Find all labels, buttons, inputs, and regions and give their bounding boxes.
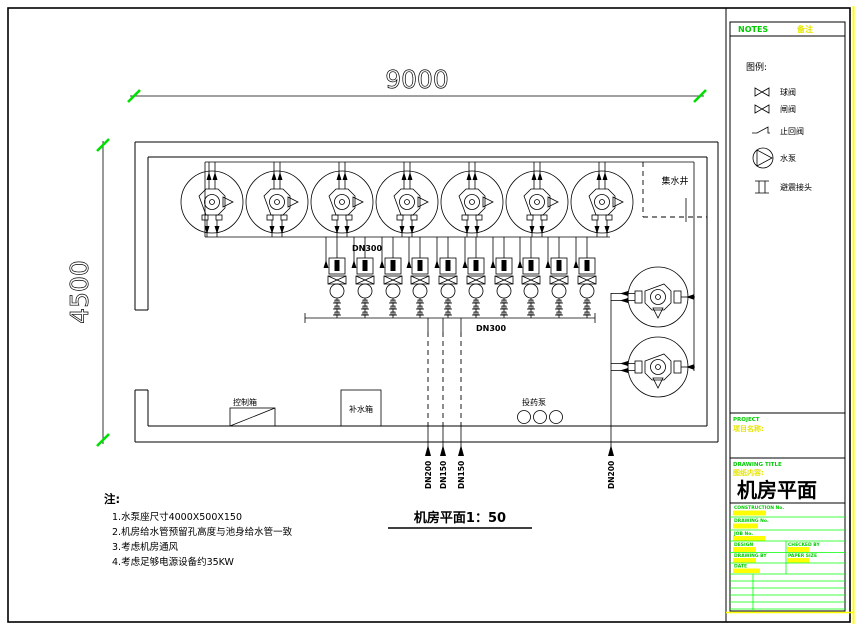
note-line: 4.考虑足够电源设备约35KW bbox=[112, 556, 235, 568]
note-line: 2.机房给水管预留孔高度与池身给水管一致 bbox=[112, 526, 293, 538]
booster-pump bbox=[379, 236, 403, 319]
legend-label: 闸阀 bbox=[780, 105, 796, 114]
main-pump bbox=[311, 162, 373, 237]
dosing-pump-label: 投药泵 bbox=[522, 397, 546, 407]
project-label-en: PROJECT bbox=[733, 417, 760, 423]
booster-pump bbox=[573, 236, 597, 319]
notes-panel: NOTES 备注 图例: 球阀 闸阀 止回阀 水泵 避震接头 bbox=[729, 21, 846, 612]
booster-pump bbox=[517, 236, 541, 319]
field-label: DESIGN bbox=[734, 542, 753, 548]
check-valve-icon bbox=[752, 126, 770, 134]
gate-valve-icon bbox=[754, 104, 770, 114]
dimension-top: 9000 bbox=[126, 65, 708, 104]
drop-pipe-label: DN150 bbox=[457, 461, 466, 489]
field-label: DATE bbox=[734, 564, 747, 570]
legend-label: 水泵 bbox=[780, 153, 796, 163]
revision-table bbox=[730, 574, 845, 611]
right-pump-group bbox=[611, 267, 695, 397]
manifold-pipe-label: DN300 bbox=[476, 324, 506, 333]
note-line: 1.水泵座尺寸4000X500X150 bbox=[112, 511, 242, 523]
dimension-left-value: 4500 bbox=[65, 260, 94, 324]
pipe-headers: DN300 bbox=[204, 161, 695, 371]
legend-label: 球阀 bbox=[780, 87, 796, 97]
sheet-border bbox=[7, 6, 855, 624]
main-pump-row bbox=[181, 162, 633, 237]
main-pump bbox=[441, 162, 503, 237]
drawing-title-label-en: DRAWING TITLE bbox=[733, 462, 782, 468]
dimension-top-value: 9000 bbox=[385, 65, 449, 94]
legend-item-gate-valve: 闸阀 bbox=[754, 104, 796, 114]
field-label: PAPER SIZE bbox=[788, 553, 817, 559]
right-pump bbox=[611, 267, 695, 327]
legend-label: 止回阀 bbox=[780, 126, 804, 136]
booster-pump bbox=[323, 236, 347, 319]
note-line: 3.考虑机房通风 bbox=[112, 541, 179, 553]
main-pump bbox=[181, 162, 243, 237]
control-box-label: 控制箱 bbox=[233, 397, 257, 407]
drop-pipe-label: DN200 bbox=[607, 461, 616, 489]
dosing-pumps: 投药泵 bbox=[517, 397, 563, 424]
field-label: CONSTRUCTION No. bbox=[734, 505, 784, 511]
makeup-water-tank: 补水箱 bbox=[340, 389, 382, 427]
field-label: DRAWING No. bbox=[734, 518, 769, 524]
flexible-joint-icon bbox=[755, 180, 769, 194]
notes-panel-title-en: NOTES bbox=[738, 25, 768, 34]
notes-panel-title-cn: 备注 bbox=[796, 24, 813, 34]
main-pump bbox=[376, 162, 438, 237]
notes-title: 注: bbox=[104, 492, 120, 506]
legend-item-water-pump: 水泵 bbox=[752, 147, 796, 169]
right-pump bbox=[611, 337, 695, 397]
dimension-left: 4500 bbox=[65, 137, 111, 448]
legend-item-check-valve: 止回阀 bbox=[752, 126, 804, 136]
water-pump-icon bbox=[752, 147, 774, 169]
legend-item-flexible-joint: 避震接头 bbox=[755, 180, 812, 194]
sump-label: 集水井 bbox=[661, 175, 688, 187]
title-block: PROJECT 项目名称: DRAWING TITLE 图纸内容: 机房平面 C… bbox=[730, 412, 845, 611]
drawing-title-text: 机房平面 bbox=[737, 478, 817, 502]
booster-pump bbox=[490, 236, 514, 319]
booster-pump bbox=[545, 236, 569, 319]
main-pump bbox=[246, 162, 308, 237]
project-label-cn: 项目名称: bbox=[733, 424, 764, 433]
legend-label: 避震接头 bbox=[780, 182, 812, 192]
legend-title: 图例: bbox=[746, 61, 767, 73]
field-label: JOB No. bbox=[733, 531, 753, 537]
header-pipe-label: DN300 bbox=[352, 244, 382, 253]
control-box: 控制箱 bbox=[229, 397, 276, 427]
booster-pump-row: DN300 bbox=[304, 236, 597, 333]
drop-pipe-label: DN200 bbox=[424, 461, 433, 489]
booster-pump bbox=[434, 236, 458, 319]
general-notes: 注: 1.水泵座尺寸4000X500X150 2.机房给水管预留孔高度与池身给水… bbox=[104, 492, 293, 568]
drop-pipe-label: DN150 bbox=[439, 461, 448, 489]
legend-item-ball-valve: 球阀 bbox=[754, 87, 796, 97]
drawing-caption: 机房平面1：50 bbox=[388, 510, 532, 529]
booster-pump bbox=[462, 236, 486, 319]
room-walls bbox=[134, 141, 719, 443]
drawing-title-label-cn: 图纸内容: bbox=[733, 468, 764, 477]
caption-text: 机房平面1：50 bbox=[414, 510, 506, 526]
drop-pipes: DN200 DN150 DN150 DN200 bbox=[424, 293, 616, 489]
field-label: CHECKED BY bbox=[788, 542, 820, 548]
main-pump bbox=[571, 162, 633, 237]
sump-well: 集水井 bbox=[642, 162, 707, 218]
makeup-tank-label: 补水箱 bbox=[349, 404, 373, 414]
main-pump bbox=[506, 162, 568, 237]
field-label: DRAWING BY bbox=[734, 553, 767, 559]
ball-valve-icon bbox=[754, 87, 770, 97]
booster-pump bbox=[406, 236, 430, 319]
